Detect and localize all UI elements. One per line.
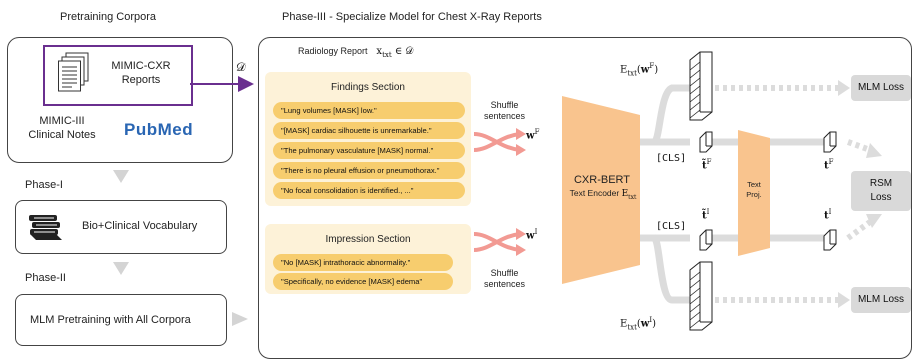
encoder-symbol: Etxt [621, 189, 637, 201]
findings-title: Findings Section [331, 82, 405, 93]
mimic-cxr-label: MIMIC-CXR Reports [111, 60, 171, 86]
radiology-report-label: Radiology Report [298, 46, 368, 56]
report-math: xtxt ∈ 𝒟 [370, 46, 414, 59]
phase3-entry-arrow [232, 312, 248, 326]
findings-sentence: "The pulmonary vasculature [MASK] normal… [273, 142, 465, 159]
w-findings: wF [526, 128, 540, 142]
cxr-bert-subtitle: Text Encoder Etxt [560, 188, 646, 201]
shuffle-label-bottom: Shuffle sentences [484, 268, 526, 289]
impression-panel: Impression Section "No [MASK] intrathora… [265, 224, 471, 294]
rsm-loss: RSM Loss [851, 171, 911, 211]
shuffle-label-top: Shuffle sentences [484, 100, 526, 121]
impression-title: Impression Section [325, 234, 411, 245]
phase2-label: Phase-II [25, 272, 66, 284]
proj-label: Text Proj. [746, 180, 762, 199]
findings-sentence: "[MASK] cardiac silhouette is unremarkab… [273, 122, 465, 139]
t-tilde-f: t̃F [702, 158, 712, 172]
mimic-iii-label: MIMIC-III Clinical Notes [28, 115, 96, 141]
phase1-label: Phase-I [25, 179, 63, 191]
findings-panel: Findings Section "Lung volumes [MASK] lo… [265, 72, 471, 206]
vocab-label: Bio+Clinical Vocabulary [82, 220, 198, 232]
t-tilde-i: t̃I [702, 208, 710, 222]
mlm-all-box [15, 294, 227, 346]
encoder-subtitle: Text Encoder [569, 188, 620, 198]
findings-sentence: "There is no pleural effusion or pneumot… [273, 162, 465, 179]
pubmed-logo: PubMed [124, 120, 194, 139]
impression-sentence: "No [MASK] intrathoracic abnormality." [273, 254, 453, 271]
cxr-bert-encoder [562, 96, 640, 284]
phase3-header: Phase-III - Specialize Model for Chest X… [282, 11, 542, 23]
radiology-report-title: Radiology Report xtxt ∈ 𝒟 [298, 46, 413, 59]
etxt-wi-label: Etxt(wI) [620, 316, 657, 332]
dataset-symbol: 𝒟 [236, 60, 246, 74]
down-arrow-icon [113, 170, 129, 183]
cls-token-bottom: [CLS] [656, 221, 687, 232]
pretraining-corpora-header: Pretraining Corpora [60, 11, 156, 23]
findings-sentence: "Lung volumes [MASK] low." [273, 102, 465, 119]
down-arrow-icon [113, 262, 129, 275]
documents-icon [58, 52, 89, 92]
etxt-wf-label: Etxt(wF) [620, 62, 659, 78]
books-icon [29, 215, 62, 240]
cls-token-top: [CLS] [656, 153, 687, 164]
w-impression: wI [526, 228, 538, 242]
mlm-all-label: MLM Pretraining with All Corpora [30, 314, 191, 326]
t-i: tI [824, 208, 832, 222]
diagram-canvas [190, 51, 882, 331]
findings-sentence: "No focal consolidation is identified., … [273, 182, 465, 199]
mlm-loss-bottom: MLM Loss [851, 287, 911, 313]
text-projection [738, 130, 770, 256]
cxr-bert-name: CXR-BERT [573, 174, 631, 186]
impression-sentence: "Specifically, no evidence [MASK] edema" [273, 273, 453, 290]
mlm-loss-top: MLM Loss [851, 75, 911, 101]
t-f: tF [824, 158, 834, 172]
